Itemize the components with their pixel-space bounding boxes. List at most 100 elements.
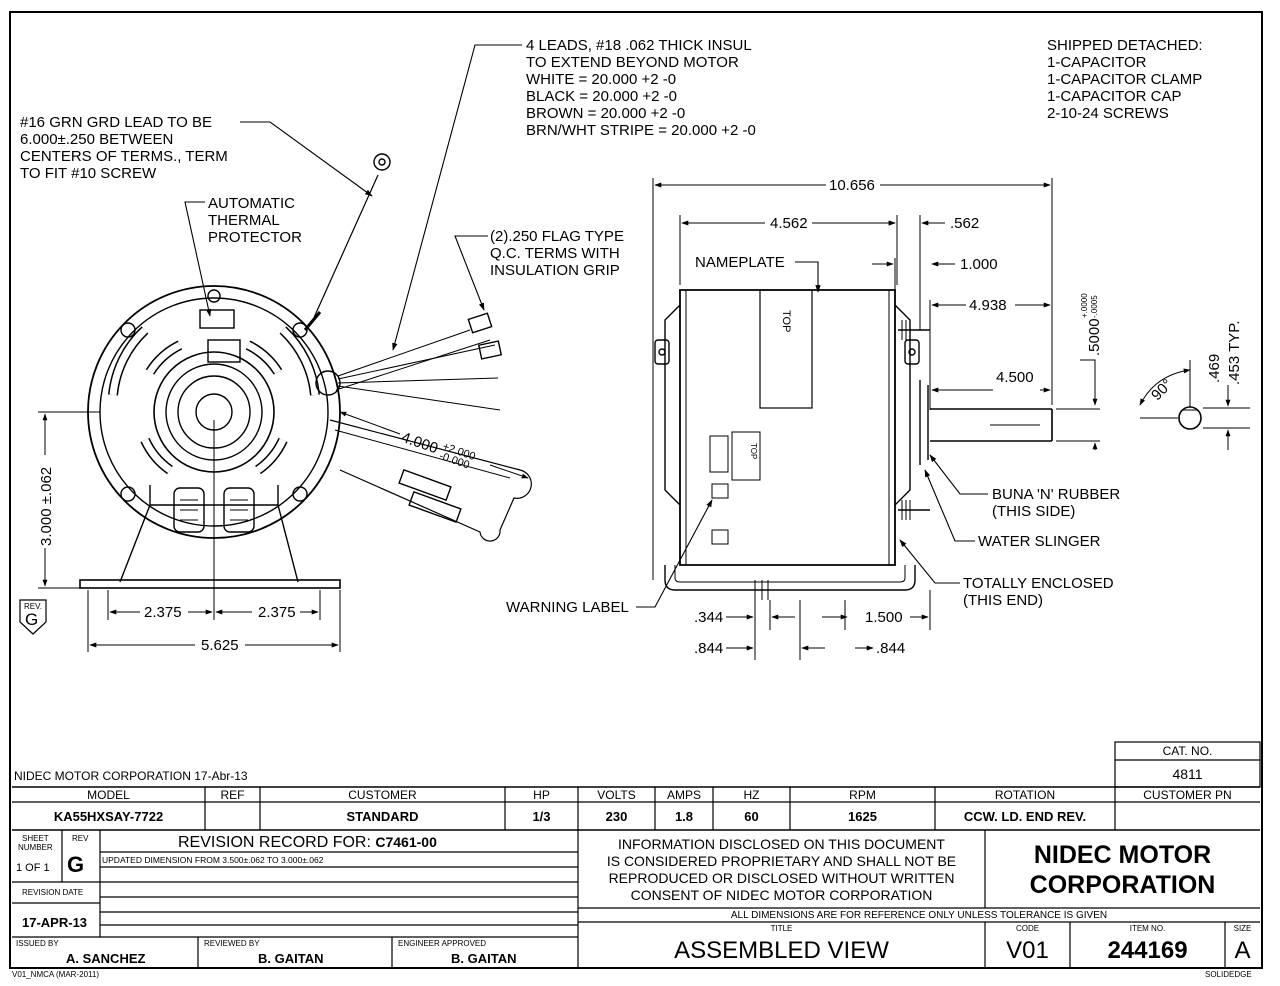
rev-label: REV [72, 834, 89, 843]
dim-half-left: 2.375 [144, 604, 182, 621]
engineer-approved-label: ENGINEER APPROVED [398, 939, 487, 948]
size-value: A [1234, 936, 1251, 964]
dim-overall-length: 10.656 [829, 177, 875, 194]
cat-no-value: 4811 [1172, 765, 1203, 782]
dim-shaft-diameter: .5000 [1086, 318, 1103, 356]
disclaimer-line-4: CONSENT OF NIDEC MOTOR CORPORATION [630, 887, 933, 903]
header-customer-pn: CUSTOMER PN [1143, 787, 1232, 802]
dim-4938: 4.938 [969, 297, 1007, 314]
dim-1500: 1.500 [865, 609, 903, 626]
dim-844-left: .844 [694, 640, 724, 657]
proprietary-disclaimer: INFORMATION DISCLOSED ON THIS DOCUMENT I… [578, 836, 985, 904]
dim-1000: 1.000 [960, 256, 998, 273]
form-number: V01_NMCA (MAR-2011) [12, 970, 99, 979]
drawing-title: ASSEMBLED VIEW [674, 936, 889, 964]
value-rpm: 1625 [848, 809, 877, 824]
flag-line-3: INSULATION GRIP [490, 262, 620, 279]
sheet-label-line-1: SHEET [22, 834, 49, 843]
company-name: NIDEC MOTOR CORPORATION [985, 840, 1260, 900]
shipped-detached-note: SHIPPED DETACHED: 1-CAPACITOR 1-CAPACITO… [1047, 37, 1203, 122]
nameplate-label: NAMEPLATE [695, 254, 785, 271]
leads-note: 4 LEADS, #18 .062 THICK INSUL TO EXTEND … [526, 37, 756, 139]
code-value: V01 [1006, 936, 1049, 964]
issued-by-value: A. SANCHEZ [66, 951, 146, 966]
rev-tag-value: G [25, 610, 39, 629]
value-model: KA55HXSAY-7722 [53, 809, 164, 824]
value-customer-pn [1115, 803, 1260, 830]
dim-shaft-tolerance: +.0000 -.0005 [1080, 293, 1100, 318]
sheet-number-label: SHEET NUMBER [18, 834, 53, 852]
enclosed-line-1: TOTALLY ENCLOSED [963, 575, 1114, 592]
header-rpm: RPM [849, 787, 876, 802]
revision-record-text: REVISION RECORD FOR: [178, 834, 371, 851]
ground-line-2: 6.000±.250 BETWEEN [20, 131, 174, 148]
company-date-stamp: NIDEC MOTOR CORPORATION 17-Abr-13 [14, 769, 248, 783]
end-view [79, 153, 532, 589]
header-rotation: ROTATION [994, 787, 1056, 802]
ground-line-1: #16 GRN GRD LEAD TO BE [20, 114, 213, 131]
value-amps: 1.8 [674, 809, 694, 824]
dimension-lines [19, 178, 1250, 660]
thermal-protector-note: AUTOMATIC THERMAL PROTECTOR [208, 195, 302, 246]
leads-line-1: 4 LEADS, #18 .062 THICK INSUL [526, 37, 752, 54]
flag-line-2: Q.C. TERMS WITH [490, 245, 620, 262]
software-stamp: SOLIDEDGE [1205, 970, 1252, 979]
header-customer: CUSTOMER [348, 787, 417, 802]
header-hp: HP [533, 787, 550, 802]
shaft-tol-plus: +.0000 [1080, 293, 1089, 318]
revision-record-id: C7461-00 [375, 834, 437, 850]
buna-rubber-note: BUNA 'N' RUBBER (THIS SIDE) [992, 486, 1120, 520]
item-no-value: 244169 [1107, 936, 1188, 964]
shaft-tol-minus: -.0005 [1090, 295, 1099, 318]
rev-value: G [67, 852, 85, 877]
value-hz: 60 [744, 809, 759, 824]
disclaimer-line-2: IS CONSIDERED PROPRIETARY AND SHALL NOT … [606, 853, 957, 869]
header-hz: HZ [743, 787, 760, 802]
leads-line-2: TO EXTEND BEYOND MOTOR [526, 54, 739, 71]
leads-line-5: BROWN = 20.000 +2 -0 [526, 105, 686, 122]
ground-line-3: CENTERS OF TERMS., TERM [20, 148, 228, 165]
reviewed-by-label: REVIEWED BY [204, 939, 260, 948]
thermal-line-1: AUTOMATIC [208, 195, 295, 212]
sheet-label-line-2: NUMBER [18, 843, 53, 852]
value-rotation: CCW. LD. END REV. [963, 809, 1087, 824]
shipped-line-1: SHIPPED DETACHED: [1047, 37, 1203, 54]
thermal-line-2: THERMAL [208, 212, 280, 229]
header-amps: AMPS [666, 787, 701, 802]
revision-date-value: 17-APR-13 [22, 915, 88, 930]
rev-tag-label: REV. [24, 602, 42, 611]
disclaimer-line-1: INFORMATION DISCLOSED ON THIS DOCUMENT [618, 836, 945, 852]
flag-terms-note: (2).250 FLAG TYPE Q.C. TERMS WITH INSULA… [490, 228, 624, 279]
engineer-approved-value: B. GAITAN [451, 951, 517, 966]
company-line-1: NIDEC MOTOR [1033, 841, 1212, 869]
dim-half-right: 2.375 [258, 604, 296, 621]
nameplate-top-mark: TOP [780, 310, 792, 333]
revision-date-label: REVISION DATE [22, 888, 84, 897]
ground-line-4: TO FIT #10 SCREW [20, 165, 157, 182]
ground-lead-note: #16 GRN GRD LEAD TO BE 6.000±.250 BETWEE… [20, 114, 228, 182]
revision-record-label: REVISION RECORD FOR: C7461-00 [178, 834, 437, 851]
title-label: TITLE [770, 924, 793, 933]
dim-4500: 4.500 [996, 369, 1034, 386]
item-no-label: ITEM NO. [1129, 924, 1166, 933]
reviewed-by-value: B. GAITAN [258, 951, 324, 966]
revision-entry: UPDATED DIMENSION FROM 3.500±.062 TO 3.0… [102, 855, 324, 865]
dim-base-width: 5.625 [201, 637, 239, 654]
dim-height: 3.000 ±.062 [38, 466, 55, 546]
value-hp: 1/3 [532, 809, 551, 824]
company-line-2: CORPORATION [1029, 871, 1216, 899]
dim-body-length: 4.562 [770, 215, 808, 232]
buna-line-1: BUNA 'N' RUBBER [992, 486, 1121, 503]
shipped-line-3: 1-CAPACITOR CLAMP [1047, 71, 1203, 88]
label-top-mark: TOP [749, 443, 758, 460]
header-ref: REF [220, 787, 245, 802]
size-label: SIZE [1233, 924, 1252, 933]
flag-line-1: (2).250 FLAG TYPE [490, 228, 624, 245]
shipped-line-4: 1-CAPACITOR CAP [1047, 88, 1182, 105]
dim-562: .562 [950, 215, 980, 232]
buna-line-2: (THIS SIDE) [992, 503, 1076, 520]
value-ref [205, 803, 260, 830]
leads-line-3: WHITE = 20.000 +2 -0 [526, 71, 677, 88]
